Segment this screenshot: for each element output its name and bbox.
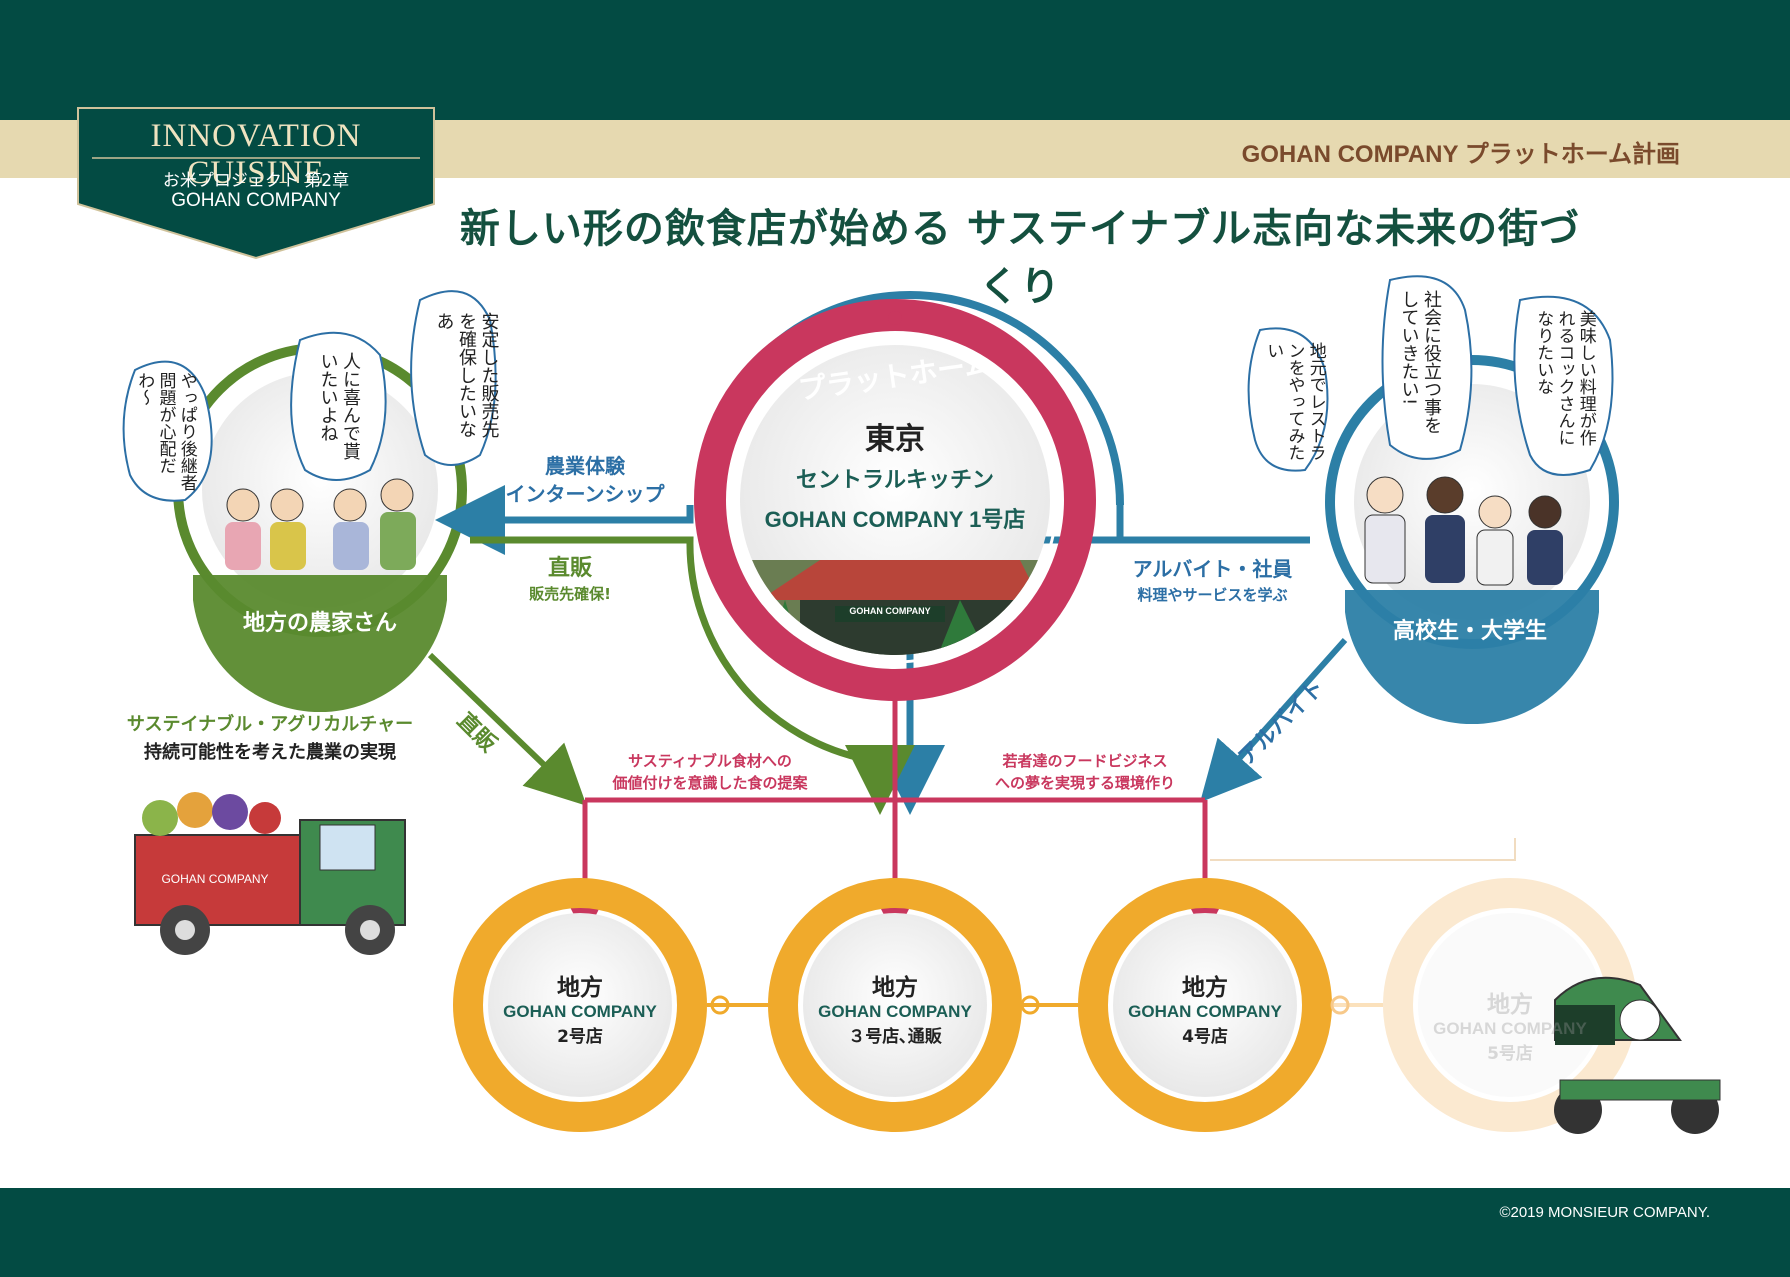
farmers-label: 地方の農家さん — [242, 611, 397, 636]
farmer-bubbles — [122, 290, 497, 502]
store-2-label: 地方 GOHAN COMPANY 2号店 — [490, 968, 670, 1047]
store-4-region: 地方 — [1182, 975, 1228, 1001]
sustainable-agriculture-title: サステイナブル・アグリカルチャー — [126, 714, 414, 735]
store-2-region: 地方 — [557, 975, 603, 1001]
innovation-cuisine-badge — [77, 107, 435, 260]
learn-service-label: 料理やサービスを学ぶ — [1137, 586, 1288, 604]
copyright: ©2019 MONSIEUR COMPANY. — [1499, 1204, 1710, 1221]
store-5-label: 地方 GOHAN COMPANY 5号店 — [1420, 985, 1600, 1064]
store-1-label: GOHAN COMPANY 1号店 — [764, 507, 1026, 532]
store-5-number: 5号店 — [1487, 1044, 1533, 1064]
top-banner — [0, 0, 1790, 120]
food-value-line1: サスティナブル食材への — [628, 752, 792, 770]
store-3-region: 地方 — [872, 975, 918, 1001]
store-5-region: 地方 — [1487, 992, 1533, 1018]
store-4-label: 地方 GOHAN COMPANY 4号店 — [1115, 968, 1295, 1047]
dream-line1: 若者達のフードビジネス — [1002, 752, 1168, 770]
farmer-bubble-3: 安定した販売先を確保したいなあ — [433, 312, 500, 438]
part-time-staff-label: アルバイト・社員 — [1132, 557, 1293, 581]
store-circle-2 — [453, 878, 707, 1132]
store-3-number: ３号店､通販 — [848, 1027, 942, 1047]
store-3-label: 地方 GOHAN COMPANY ３号店､通販 — [805, 968, 985, 1047]
badge-subtitle: お米プロジェクト 第2章 — [162, 171, 350, 191]
badge-title: INNOVATION CUISINE — [150, 118, 362, 191]
students-label: 高校生・大学生 — [1392, 619, 1547, 644]
farmer-bubble-2: 人に喜んで貰いたいよね — [317, 352, 362, 460]
store-4-number: 4号店 — [1182, 1027, 1228, 1047]
store-circle-3 — [768, 878, 1022, 1132]
sustainable-agriculture-sub: 持続可能性を考えた農業の実現 — [144, 742, 396, 763]
agri-experience-label: 農業体験 — [545, 454, 625, 478]
student-bubble-1: 地元でレストランをやってみたい — [1263, 342, 1326, 461]
dream-line2: への夢を実現する環境作り — [994, 774, 1175, 792]
student-bubble-2: 社会に役立つ事をしていきたい! — [1398, 290, 1443, 434]
store-3-name: GOHAN COMPANY — [818, 1002, 972, 1021]
student-bubble-3: 美味しい料理が作れるコックさんになりたいな — [1533, 310, 1596, 446]
store-2-number: 2号店 — [557, 1027, 603, 1047]
students-illustration — [1364, 476, 1563, 586]
sales-channel-label: 販売先確保! — [529, 585, 611, 603]
food-value-line2: 価値付けを意識した食の提案 — [612, 774, 808, 792]
footer-banner — [0, 1188, 1790, 1277]
truck-illustration — [134, 792, 406, 955]
central-kitchen-label: セントラルキッチン — [795, 468, 994, 493]
truck-logo-text: GOHAN COMPANY — [161, 872, 269, 886]
store-2-name: GOHAN COMPANY — [503, 1002, 657, 1021]
store-5-name: GOHAN COMPANY — [1433, 1019, 1587, 1038]
badge-company: GOHAN COMPANY — [171, 190, 341, 211]
internship-label: インターンシップ — [505, 482, 665, 506]
farmer-bubble-1: やっぱり後継者問題が心配だわ〜 — [134, 372, 197, 491]
direct-sales-label: 直販 — [547, 556, 592, 581]
farmers-illustration — [225, 478, 416, 570]
restaurant-sign: GOHAN COMPANY — [849, 606, 931, 616]
store-4-name: GOHAN COMPANY — [1128, 1002, 1282, 1021]
store-circle-4 — [1078, 878, 1332, 1132]
platform-city: 東京 — [865, 422, 925, 457]
student-bubbles — [1247, 275, 1614, 476]
main-title: 新しい形の飲食店が始める サステイナブル志向な未来の街づくり — [459, 206, 1581, 310]
plan-title: GOHAN COMPANY プラットホーム計画 — [1241, 141, 1680, 168]
delivery-scooter — [1554, 976, 1721, 1134]
